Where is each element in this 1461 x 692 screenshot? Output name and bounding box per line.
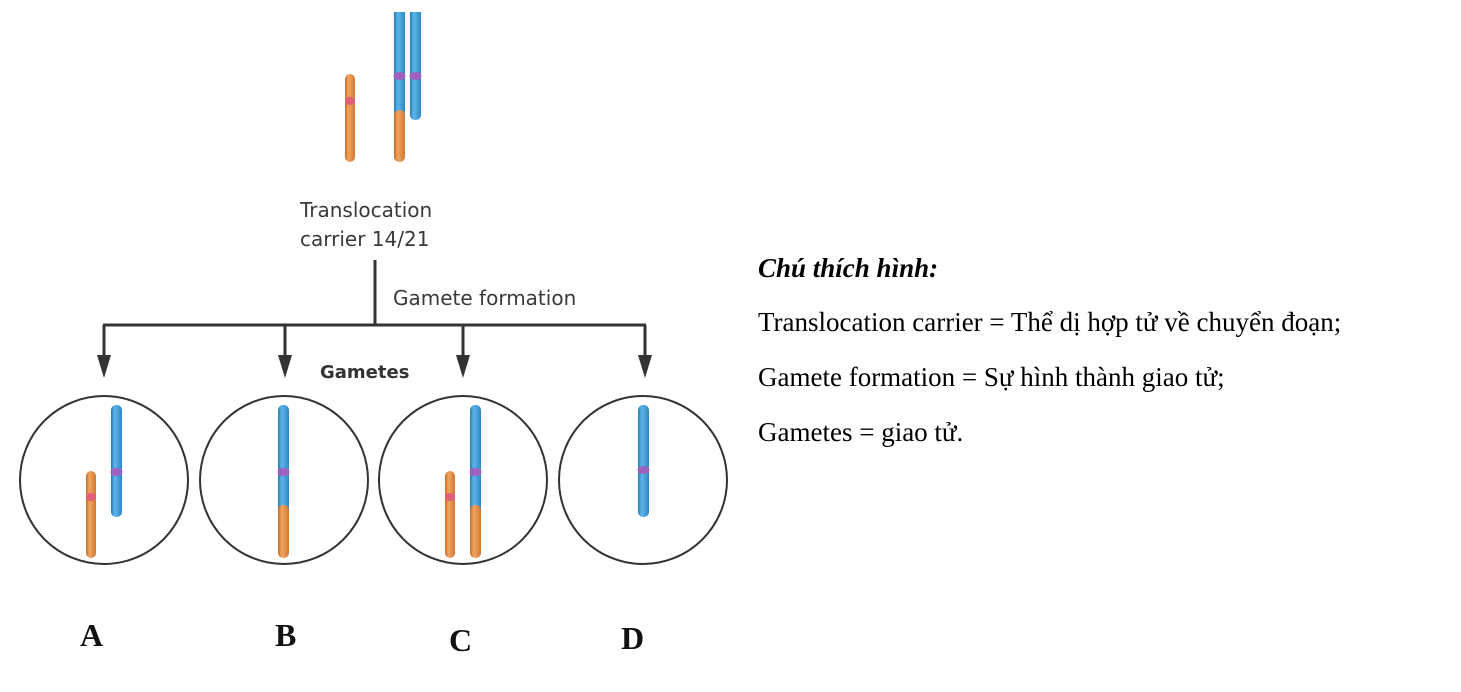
gamete-d	[558, 395, 728, 565]
arrow-down-icon	[97, 355, 111, 378]
legend: Chú thích hình: Translocation carrier = …	[758, 250, 1341, 469]
legend-title: Chú thích hình:	[758, 253, 939, 283]
arrow-down-icon	[456, 355, 470, 378]
option-label-a: A	[80, 617, 103, 653]
gamete-b	[199, 395, 369, 565]
arrow-down-icon	[278, 355, 292, 378]
gamete-a	[19, 395, 189, 565]
gamete-c	[378, 395, 548, 565]
arrowheads	[97, 355, 652, 378]
option-label-c: C	[449, 622, 472, 658]
carrier-label-line1: Translocation	[299, 198, 432, 222]
branch-lines	[102, 260, 647, 360]
option-label-d: D	[621, 620, 644, 656]
chromosome-21	[409, 12, 422, 120]
translocation-diagram: Translocation carrier 14/21 Gamete forma…	[19, 12, 728, 658]
carrier-chromosomes	[345, 12, 422, 162]
legend-line: Gametes = giao tử.	[758, 417, 964, 447]
arrow-down-icon	[638, 355, 652, 378]
gametes-label: Gametes	[320, 362, 409, 383]
legend-line: Gamete formation = Sự hình thành giao tử…	[758, 362, 1225, 392]
gamete-formation-label: Gamete formation	[393, 286, 576, 310]
carrier-label-line2: carrier 14/21	[300, 227, 429, 251]
translocation-chromosome-14-21	[393, 12, 406, 162]
chromosome-14	[345, 74, 355, 162]
legend-line: Translocation carrier = Thể dị hợp tử về…	[758, 307, 1342, 337]
option-label-b: B	[275, 617, 296, 653]
